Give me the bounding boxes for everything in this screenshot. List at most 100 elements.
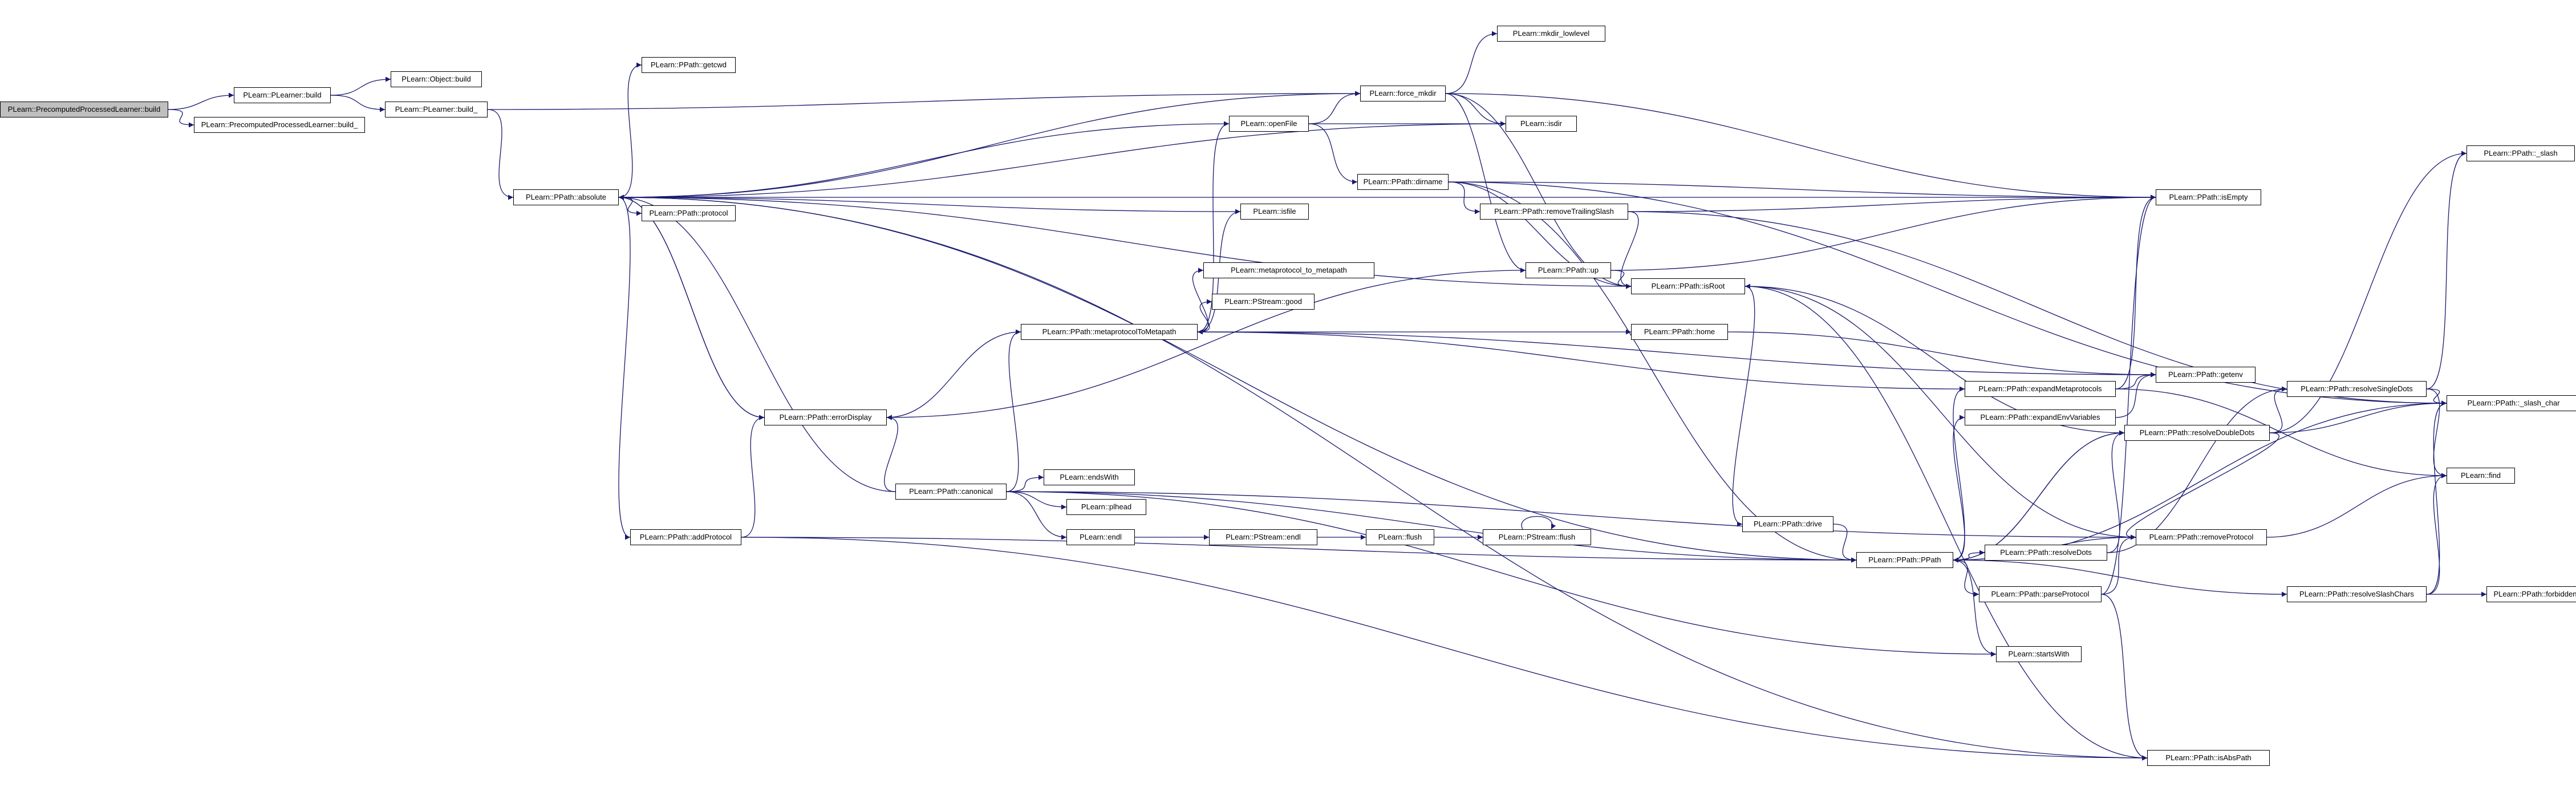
edge-expandMetaprotocols-to-metaprotocolToMetapath bbox=[1197, 329, 1965, 390]
edge-removeTrailingSlash-to-slash-char bbox=[1628, 211, 2447, 406]
node-resolveSlashChars[interactable]: PLearn::PPath::resolveSlashChars bbox=[2287, 586, 2427, 602]
node-expandMetaprotocols[interactable]: PLearn::PPath::expandMetaprotocols bbox=[1965, 381, 2116, 397]
node-ppath-ctor[interactable]: PLearn::PPath::PPath bbox=[1856, 552, 1953, 568]
node-removeTrailingSlash[interactable]: PLearn::PPath::removeTrailingSlash bbox=[1480, 204, 1628, 220]
node-pstream-endl[interactable]: PLearn::PStream::endl bbox=[1209, 529, 1317, 545]
edge-root-to-ppl-build- bbox=[168, 109, 194, 128]
edge-force-mkdir-to-absolute bbox=[618, 93, 1361, 200]
edge-up-to-isEmpty bbox=[1610, 194, 2156, 271]
edge-resolveSingleDots-to-slash-char bbox=[2426, 388, 2447, 406]
node-resolveDots[interactable]: PLearn::PPath::resolveDots bbox=[1985, 545, 2107, 561]
node-learner-build-[interactable]: PLearn::PLearner::build_ bbox=[385, 102, 488, 117]
edge-canonical-to-endl bbox=[1006, 491, 1067, 540]
node-slash[interactable]: PLearn::PPath::_slash bbox=[2467, 145, 2575, 161]
edge-canonical-to-errorDisplay bbox=[884, 415, 898, 492]
node-absolute[interactable]: PLearn::PPath::absolute bbox=[513, 189, 619, 205]
node-force-mkdir[interactable]: PLearn::force_mkdir bbox=[1360, 86, 1446, 102]
node-isdir[interactable]: PLearn::isdir bbox=[1506, 116, 1577, 132]
edge-openFile-to-force-mkdir bbox=[1308, 91, 1361, 124]
edge-learner-build--to-absolute bbox=[487, 109, 514, 200]
node-isAbsPath[interactable]: PLearn::PPath::isAbsPath bbox=[2147, 750, 2270, 766]
edge-dirname-to-isRoot bbox=[1448, 181, 1632, 289]
node-home[interactable]: PLearn::PPath::home bbox=[1631, 324, 1728, 340]
edge-parseProtocol-to-removeProtocol bbox=[2101, 534, 2136, 595]
edge-root-to-learner-build bbox=[168, 92, 234, 110]
edge-absolute-to-ppath-ctor bbox=[618, 197, 1857, 563]
edge-learner-build--to-force-mkdir bbox=[487, 91, 1361, 110]
node-object-build[interactable]: PLearn::Object::build bbox=[391, 71, 482, 87]
edge-openFile-to-dirname bbox=[1308, 123, 1358, 185]
edge-isfile-to-absolute bbox=[618, 194, 1241, 212]
edge-isRoot-to-drive bbox=[1732, 286, 1755, 527]
edge-ppath-ctor-to-resolveSlashChars bbox=[1953, 559, 2287, 597]
edge-home-to-getenv bbox=[1727, 331, 2156, 378]
node-isRoot[interactable]: PLearn::PPath::isRoot bbox=[1631, 278, 1745, 294]
node-forbidden-chars[interactable]: PLearn::PPath::forbidden_chars bbox=[2486, 586, 2576, 602]
node-mkdir-lowlevel[interactable]: PLearn::mkdir_lowlevel bbox=[1497, 26, 1605, 42]
edge-addProtocol-to-isAbsPath bbox=[741, 537, 2148, 761]
node-resolveDoubleDots[interactable]: PLearn::PPath::resolveDoubleDots bbox=[2124, 425, 2270, 441]
node-parseProtocol[interactable]: PLearn::PPath::parseProtocol bbox=[1979, 586, 2102, 602]
node-getcwd[interactable]: PLearn::PPath::getcwd bbox=[642, 57, 736, 73]
node-removeProtocol[interactable]: PLearn::PPath::removeProtocol bbox=[2136, 529, 2267, 545]
edge-canonical-to-ppath-ctor bbox=[1006, 491, 1857, 563]
edge-parseProtocol-to-isEmpty bbox=[2101, 194, 2156, 595]
edge-ppath-ctor-to-startsWith bbox=[1953, 559, 1997, 657]
node-protocol[interactable]: PLearn::PPath::protocol bbox=[642, 205, 736, 221]
edge-absolute-to-isRoot bbox=[618, 197, 1632, 289]
edge-absolute-to-getcwd bbox=[618, 62, 642, 198]
edge-removeProtocol-to-find bbox=[2266, 473, 2447, 538]
node-learner-build[interactable]: PLearn::PLearner::build bbox=[234, 87, 331, 103]
edge-expandMetaprotocols-to-isEmpty bbox=[2115, 194, 2156, 390]
edge-resolveDots-to-resolveSingleDots bbox=[2107, 386, 2287, 553]
node-root[interactable]: PLearn::PrecomputedProcessedLearner::bui… bbox=[0, 102, 168, 117]
node-canonical[interactable]: PLearn::PPath::canonical bbox=[895, 484, 1007, 500]
edge-resolveDoubleDots-to-slash bbox=[2269, 151, 2467, 433]
node-expandEnvVariables[interactable]: PLearn::PPath::expandEnvVariables bbox=[1965, 409, 2116, 425]
node-addProtocol[interactable]: PLearn::PPath::addProtocol bbox=[630, 529, 741, 545]
node-resolveSingleDots[interactable]: PLearn::PPath::resolveSingleDots bbox=[2287, 381, 2427, 397]
edge-absolute-to-addProtocol bbox=[618, 197, 631, 540]
node-pstream-flush[interactable]: PLearn::PStream::flush bbox=[1483, 529, 1591, 545]
node-slash-char[interactable]: PLearn::PPath::_slash_char bbox=[2447, 395, 2576, 411]
edge-expandEnvVariables-to-getenv bbox=[2115, 372, 2156, 418]
node-pathead[interactable]: PLearn::plhead bbox=[1066, 499, 1146, 515]
node-metaprotocol-to-metapath[interactable]: PLearn::metaprotocol_to_metapath bbox=[1203, 262, 1374, 278]
node-pstream-good[interactable]: PLearn::PStream::good bbox=[1212, 294, 1315, 310]
edge-resolveDots-to-resolveDoubleDots bbox=[2107, 430, 2125, 553]
node-find[interactable]: PLearn::find bbox=[2447, 468, 2515, 484]
edge-canonical-to-absolute bbox=[618, 194, 896, 492]
edge-dirname-to-isEmpty bbox=[1448, 181, 2156, 200]
node-endl[interactable]: PLearn::endl bbox=[1066, 529, 1135, 545]
node-getenv[interactable]: PLearn::PPath::getenv bbox=[2156, 367, 2255, 383]
edge-isdir-to-absolute bbox=[618, 123, 1506, 200]
node-flush[interactable]: PLearn::flush bbox=[1366, 529, 1434, 545]
edge-resolveSlashChars-to-find bbox=[2426, 473, 2447, 595]
node-dirname[interactable]: PLearn::PPath::dirname bbox=[1357, 174, 1449, 190]
edge-dirname-to-removeTrailingSlash bbox=[1448, 181, 1480, 214]
node-up[interactable]: PLearn::PPath::up bbox=[1526, 262, 1611, 278]
edge-metaprotocolToMetapath-to-metaprotocol-to-metapath bbox=[1192, 267, 1209, 332]
edge-canonical-to-startsWith bbox=[1006, 491, 1997, 657]
edge-expandMetaprotocols-to-getenv bbox=[2115, 372, 2156, 390]
edge-resolveSlashChars-to-slash-char bbox=[2426, 400, 2447, 595]
edge-metaprotocolToMetapath-to-pstream-good bbox=[1197, 299, 1212, 332]
node-isEmpty[interactable]: PLearn::PPath::isEmpty bbox=[2156, 189, 2261, 205]
node-metaprotocolToMetapath[interactable]: PLearn::PPath::metaprotocolToMetapath bbox=[1021, 324, 1198, 340]
node-startsWith[interactable]: PLearn::startsWith bbox=[1996, 646, 2082, 662]
edge-force-mkdir-to-isEmpty bbox=[1445, 93, 2156, 200]
node-isfile[interactable]: PLearn::isfile bbox=[1240, 204, 1309, 220]
edge-up-to-isRoot bbox=[1610, 270, 1632, 289]
node-openFile[interactable]: PLearn::openFile bbox=[1229, 116, 1309, 132]
node-drive[interactable]: PLearn::PPath::drive bbox=[1742, 516, 1833, 532]
edge-dirname-to-slash-char bbox=[1448, 181, 2447, 406]
edge-ppath-ctor-to-expandMetaprotocols bbox=[1953, 386, 1965, 561]
edge-dirname-to-ppath-ctor bbox=[1448, 181, 1857, 563]
edge-openFile-to-absolute bbox=[618, 123, 1230, 200]
edge-resolveDoubleDots-to-removeProtocol bbox=[2126, 432, 2279, 540]
node-endsWith[interactable]: PLearn::endsWith bbox=[1044, 469, 1135, 485]
node-ppl-build-[interactable]: PLearn::PrecomputedProcessedLearner::bui… bbox=[194, 117, 365, 133]
edge-resolveDoubleDots-to-ppath-ctor bbox=[1953, 432, 2125, 563]
node-errorDisplay[interactable]: PLearn::PPath::errorDisplay bbox=[764, 409, 887, 425]
